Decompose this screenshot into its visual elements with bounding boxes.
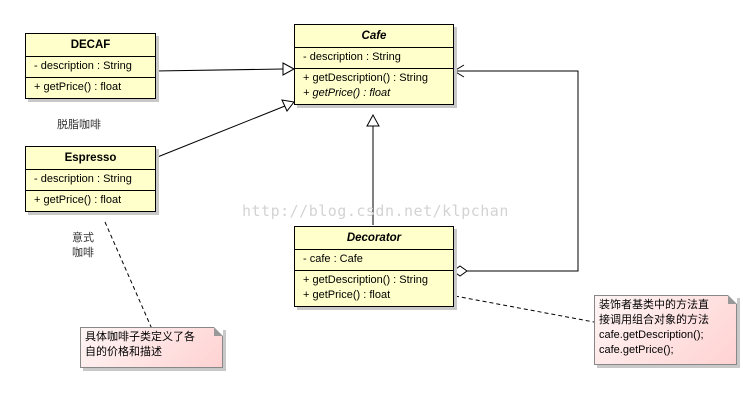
- class-decorator[interactable]: Decorator - cafe : Cafe + getDescription…: [294, 226, 454, 307]
- class-cafe-method-getprice: + getPrice() : float: [303, 87, 391, 99]
- decaf-generalization-line: [154, 68, 284, 72]
- class-decorator-attributes: - cafe : Cafe: [295, 250, 453, 271]
- class-decorator-method-getprice: + getPrice() : float: [303, 289, 391, 301]
- aggregation-diamond: [452, 265, 468, 277]
- aggregation-line: [454, 70, 579, 272]
- class-espresso[interactable]: Espresso - description : String + getPri…: [25, 146, 156, 212]
- note-fold-corner: [728, 295, 737, 304]
- class-espresso-attributes: - description : String: [26, 170, 155, 191]
- class-espresso-attribute: - description : String: [34, 173, 132, 185]
- class-cafe-methods: + getDescription() : String + getPrice()…: [295, 69, 453, 104]
- subclass-note-line1: 具体咖啡子类定义了各: [85, 331, 195, 343]
- decorator-note-line2: 接调用组合对象的方法: [599, 314, 709, 326]
- decorator-note[interactable]: 装饰者基类中的方法直 接调用组合对象的方法 cafe.getDescriptio…: [594, 295, 737, 365]
- espresso-generalization-line: [154, 105, 286, 159]
- decorator-note-line1: 装饰者基类中的方法直: [599, 299, 709, 311]
- class-decorator-attribute: - cafe : Cafe: [303, 253, 363, 265]
- subclass-note[interactable]: 具体咖啡子类定义了各 自的价格和描述: [80, 327, 223, 368]
- class-decorator-methods: + getDescription() : String + getPrice()…: [295, 271, 453, 306]
- class-cafe-method-getdescription: + getDescription() : String: [303, 72, 429, 84]
- subclass-note-anchor: [104, 221, 153, 330]
- class-decaf-attributes: - description : String: [26, 57, 155, 78]
- espresso-chinese-label-line1: 意式: [72, 232, 94, 244]
- class-cafe[interactable]: Cafe - description : String + getDescrip…: [294, 24, 454, 105]
- class-decaf-method: + getPrice() : float: [34, 81, 122, 93]
- class-cafe-name: Cafe: [295, 25, 453, 48]
- class-espresso-method: + getPrice() : float: [34, 194, 122, 206]
- class-decorator-method-getdescription: + getDescription() : String: [303, 274, 429, 286]
- aggregation-arrowhead: [453, 64, 465, 78]
- class-espresso-methods: + getPrice() : float: [26, 191, 155, 211]
- decaf-generalization-arrowhead: [282, 62, 296, 76]
- espresso-generalization-arrowhead: [281, 99, 295, 112]
- class-cafe-attribute: - description : String: [303, 51, 401, 63]
- decaf-chinese-label: 脱脂咖啡: [57, 119, 101, 131]
- decorator-note-line3: cafe.getDescription();: [599, 329, 704, 341]
- class-decaf-name: DECAF: [26, 34, 155, 57]
- class-cafe-attributes: - description : String: [295, 48, 453, 69]
- subclass-note-line2: 自的价格和描述: [85, 346, 162, 358]
- class-decorator-name: Decorator: [295, 227, 453, 250]
- class-decaf-methods: + getPrice() : float: [26, 78, 155, 98]
- decorator-generalization-arrowhead: [366, 113, 380, 127]
- watermark-text: http://blog.csdn.net/klpchan: [242, 202, 509, 220]
- decorator-note-line4: cafe.getPrice();: [599, 344, 674, 356]
- decorator-note-anchor: [454, 295, 595, 323]
- note-fold-corner: [214, 327, 223, 336]
- espresso-chinese-label-line2: 咖啡: [72, 247, 94, 259]
- class-decaf[interactable]: DECAF - description : String + getPrice(…: [25, 33, 156, 99]
- espresso-chinese-label: 意式 咖啡: [72, 231, 94, 261]
- class-espresso-name: Espresso: [26, 147, 155, 170]
- class-decaf-attribute: - description : String: [34, 60, 132, 72]
